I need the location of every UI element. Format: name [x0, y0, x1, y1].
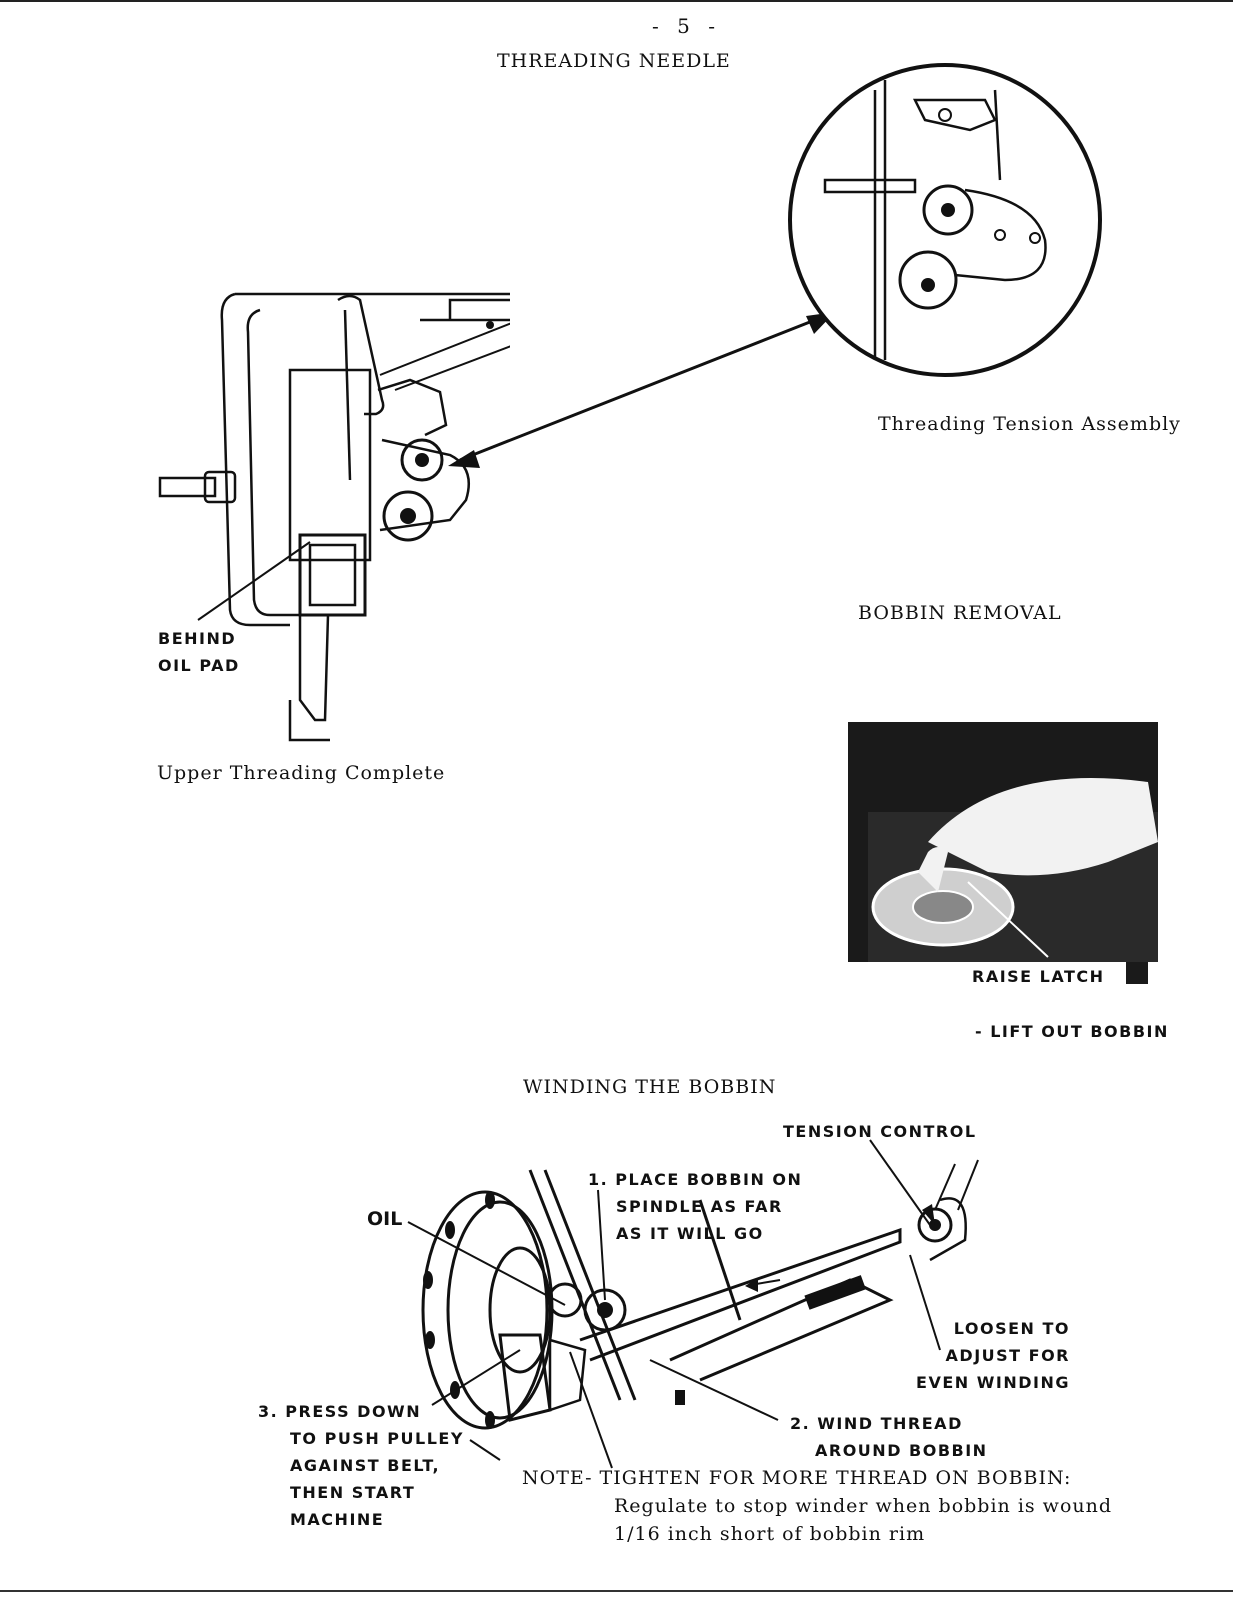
bobbin-removal-heading: BOBBIN REMOVAL: [858, 602, 1062, 624]
page-number: - 5 -: [652, 14, 721, 38]
top-rule: [0, 0, 1233, 2]
tension-assembly-detail: [788, 63, 1102, 377]
step3-label: 3. PRESS DOWN TO PUSH PULLEY AGAINST BEL…: [258, 1402, 464, 1529]
winding-heading: WINDING THE BOBBIN: [523, 1076, 777, 1098]
lift-out-bobbin-label: - LIFT OUT BOBBIN: [975, 1022, 1169, 1041]
step2-label: 2. WIND THREAD AROUND BOBBIN: [790, 1414, 988, 1460]
oil-label: OIL: [367, 1208, 403, 1230]
bobbin-removal-photo: [848, 722, 1158, 992]
upper-threading-illustration: [158, 292, 510, 742]
page-title: THREADING NEEDLE: [497, 50, 731, 72]
loosen-label: LOOSEN TO ADJUST FOR EVEN WINDING: [916, 1319, 1070, 1392]
step1-label: 1. PLACE BOBBIN ON SPINDLE AS FAR AS IT …: [588, 1170, 803, 1243]
tension-caption: Threading Tension Assembly: [878, 413, 1181, 435]
tension-control-label: TENSION CONTROL: [783, 1122, 977, 1141]
behind-oil-pad-label: BEHIND OIL PAD: [158, 629, 240, 675]
bobbin-winder-illustration: [421, 1169, 967, 1430]
bottom-rule: [0, 1590, 1233, 1592]
upper-threading-caption: Upper Threading Complete: [157, 762, 446, 784]
note-block: NOTE- TIGHTEN FOR MORE THREAD ON BOBBIN:…: [522, 1467, 1113, 1545]
raise-latch-label: RAISE LATCH: [972, 967, 1105, 986]
